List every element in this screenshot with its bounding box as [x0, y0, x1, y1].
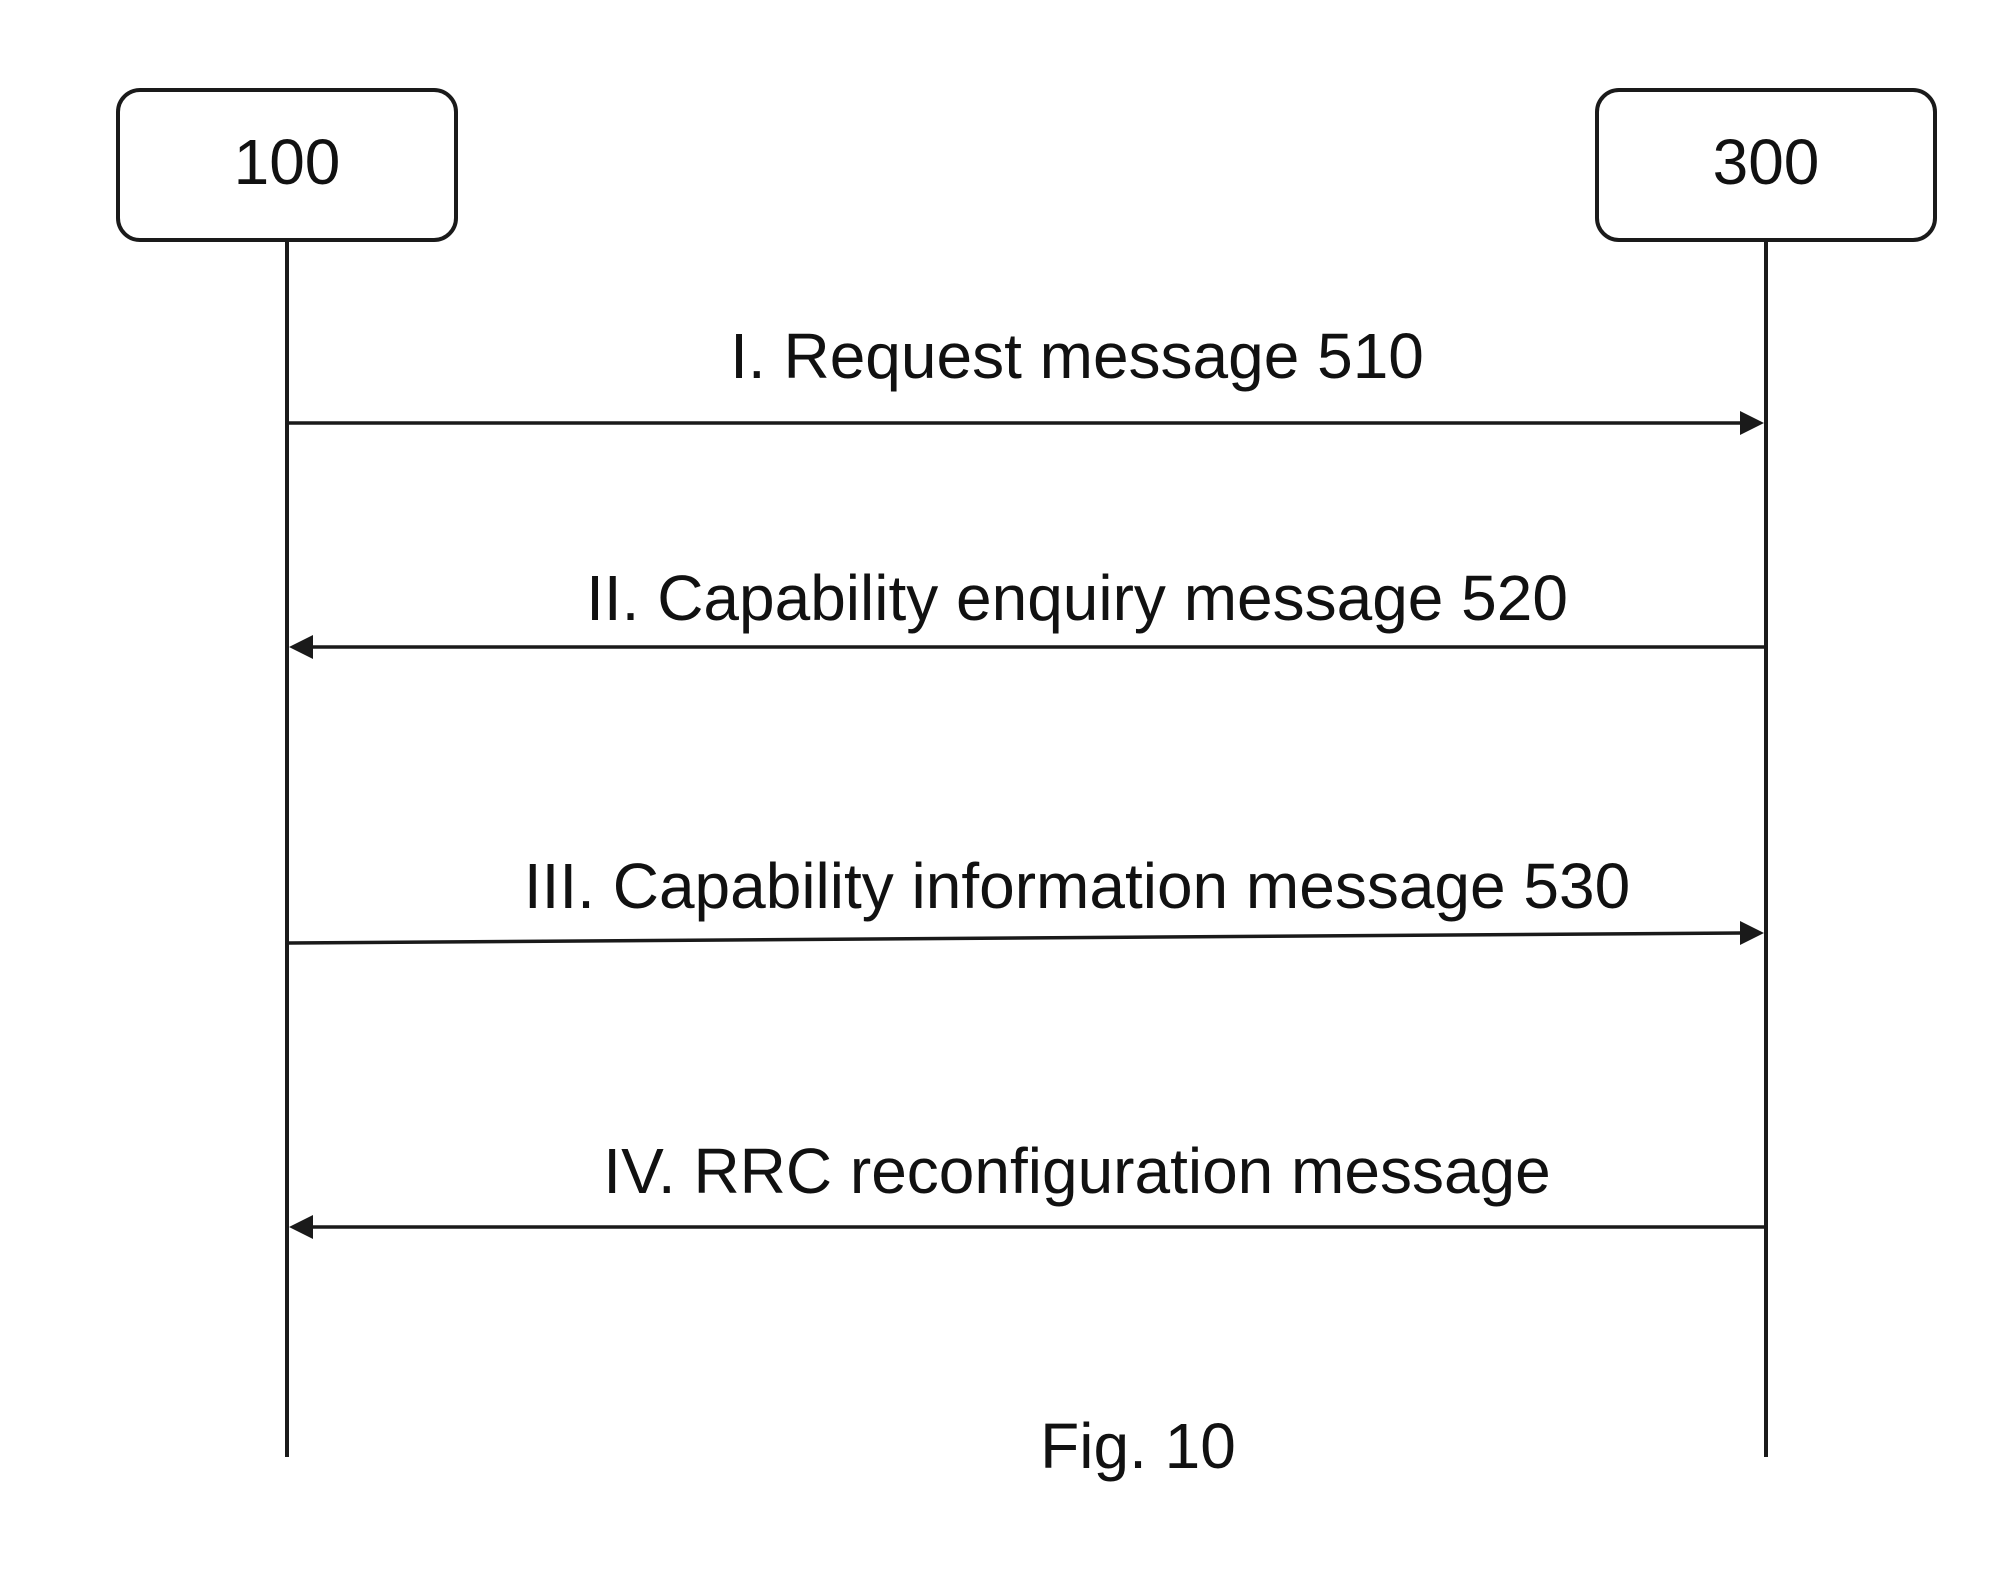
message-arrow-line-530 — [288, 931, 1743, 945]
entity-label-100: 100 — [234, 126, 341, 198]
entity-100: 100 — [116, 88, 458, 242]
message-rrc-reconfiguration: IV. RRC reconfiguration message — [289, 1135, 1764, 1239]
figure-caption: Fig. 10 — [1040, 1410, 1236, 1482]
arrowhead-right-icon — [1740, 921, 1764, 945]
arrowhead-right-icon — [1740, 411, 1764, 435]
entity-300: 300 — [1595, 88, 1937, 242]
message-label-capability-information-530: III. Capability information message 530 — [524, 850, 1630, 922]
message-label-rrc-reconfiguration: IV. RRC reconfiguration message — [603, 1135, 1550, 1207]
arrowhead-left-icon — [289, 1215, 313, 1239]
entity-label-300: 300 — [1713, 126, 1820, 198]
arrowhead-left-icon — [289, 635, 313, 659]
message-label-capability-enquiry-520: II. Capability enquiry message 520 — [586, 562, 1568, 634]
message-label-request-510: I. Request message 510 — [730, 320, 1424, 392]
message-request-510: I. Request message 510 — [289, 320, 1764, 435]
message-capability-enquiry-520: II. Capability enquiry message 520 — [289, 562, 1764, 659]
message-capability-information-530: III. Capability information message 530 — [288, 850, 1764, 945]
